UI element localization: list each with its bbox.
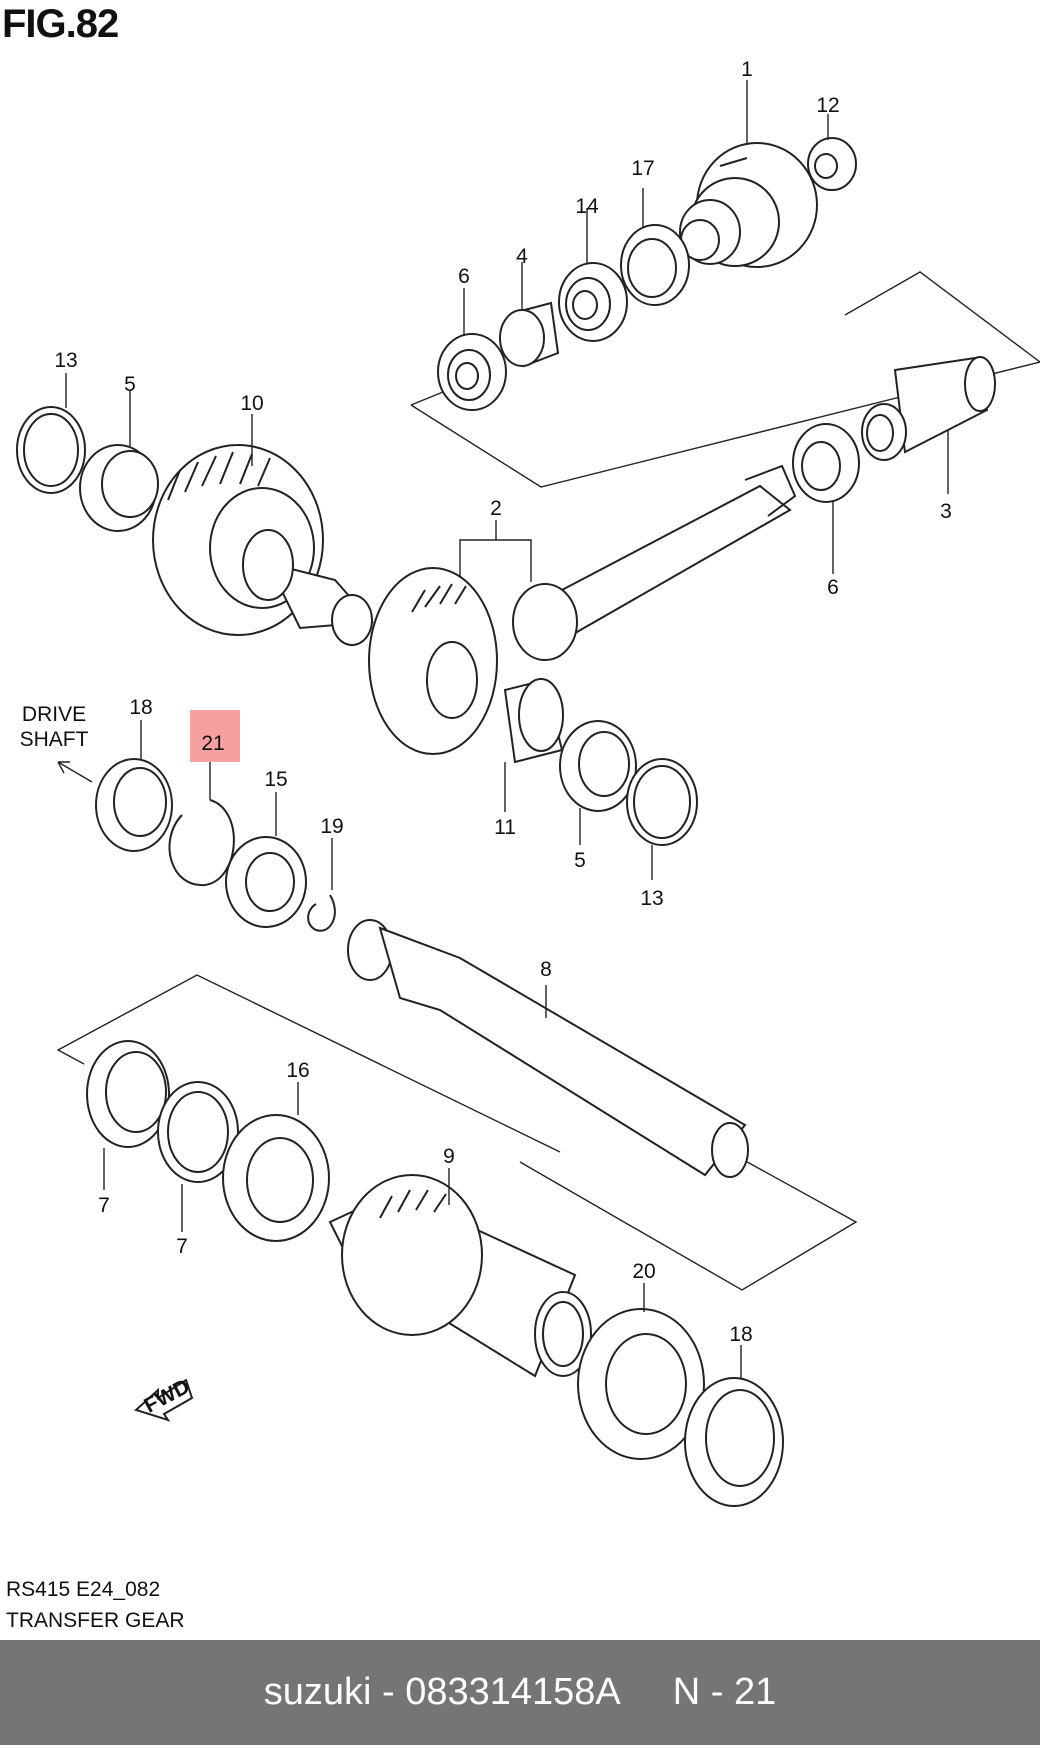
callout-17: 17 bbox=[631, 157, 654, 180]
part-5-upper-cup bbox=[79, 444, 159, 532]
callout-18-upper: 18 bbox=[129, 696, 152, 719]
footer-part-number: suzuki - 083314158A bbox=[263, 1671, 621, 1713]
figure-name: TRANSFER GEAR bbox=[6, 1609, 185, 1632]
callout-8: 8 bbox=[540, 958, 552, 981]
drive-shaft-arrow-icon bbox=[57, 761, 93, 783]
callout-13-upper: 13 bbox=[54, 349, 77, 372]
lower-assembly-box bbox=[56, 974, 858, 1291]
callout-13-middle: 13 bbox=[640, 887, 663, 910]
part-3-sleeve bbox=[861, 356, 996, 461]
callout-numbers: 1 12 17 14 4 6 13 5 10 2 3 6 18 21 15 19… bbox=[54, 58, 952, 1346]
part-5-middle-cup bbox=[559, 720, 637, 812]
callout-19: 19 bbox=[320, 815, 343, 838]
part-16-bearing bbox=[222, 1114, 330, 1242]
footer-position: N - 21 bbox=[672, 1671, 777, 1713]
leader-lines bbox=[65, 80, 949, 1378]
part-12-nut bbox=[807, 137, 857, 191]
part-7-first-seal bbox=[86, 1040, 170, 1148]
callout-6-upper: 6 bbox=[458, 265, 470, 288]
part-14-bearing bbox=[558, 262, 628, 342]
callout-20: 20 bbox=[632, 1260, 655, 1283]
exploded-parts-diagram: FWD DRIVE SHAFT bbox=[16, 58, 1040, 1507]
part-1-housing bbox=[679, 142, 818, 268]
callout-18-lower: 18 bbox=[729, 1323, 752, 1346]
upper-assembly-box bbox=[410, 271, 1040, 488]
part-8-output-shaft bbox=[347, 919, 749, 1178]
callout-1: 1 bbox=[741, 58, 753, 81]
callout-7-second: 7 bbox=[176, 1235, 188, 1258]
part-4-sleeve bbox=[499, 301, 560, 368]
callout-4: 4 bbox=[516, 245, 528, 268]
callout-5-upper: 5 bbox=[124, 373, 136, 396]
part-18-left-seal bbox=[95, 758, 173, 852]
figure-code: RS415 E24_082 bbox=[6, 1578, 161, 1601]
part-21-circlip bbox=[168, 799, 235, 887]
callout-7-first: 7 bbox=[98, 1194, 110, 1217]
callout-10: 10 bbox=[240, 392, 263, 415]
part-13-middle-ring bbox=[626, 758, 698, 846]
callout-9: 9 bbox=[443, 1145, 455, 1168]
callout-5-middle: 5 bbox=[574, 849, 586, 872]
fwd-arrow-icon: FWD bbox=[134, 1375, 193, 1422]
callout-21: 21 bbox=[201, 732, 224, 755]
part-17-seal bbox=[620, 224, 690, 306]
callout-12: 12 bbox=[816, 94, 839, 117]
part-20-seal bbox=[577, 1308, 705, 1460]
callout-3: 3 bbox=[940, 500, 952, 523]
part-18-lower-seal bbox=[684, 1377, 784, 1507]
part-6-right-bearing bbox=[792, 423, 860, 503]
part-10-helical-gear bbox=[152, 444, 375, 646]
part-13-upper-ring bbox=[16, 406, 86, 494]
part-7-second-seal bbox=[157, 1081, 239, 1183]
callout-11: 11 bbox=[494, 816, 516, 839]
part-9-driven-gear bbox=[328, 1174, 592, 1378]
drive-label: DRIVE bbox=[22, 703, 86, 726]
figure-title: FIG.82 bbox=[2, 2, 119, 46]
callout-6-right: 6 bbox=[827, 576, 839, 599]
footer-bar: suzuki - 083314158A N - 21 bbox=[0, 1640, 1040, 1745]
callout-15: 15 bbox=[264, 768, 287, 791]
part-6-upper-bearing bbox=[437, 333, 507, 411]
callout-16: 16 bbox=[286, 1059, 309, 1082]
part-19-clip bbox=[307, 894, 336, 932]
shaft-label: SHAFT bbox=[20, 728, 89, 751]
callout-2: 2 bbox=[490, 497, 502, 520]
part-2-gear-set bbox=[368, 464, 797, 755]
part-11-sleeve bbox=[503, 678, 564, 764]
part-15-bearing bbox=[225, 836, 307, 928]
highlight-box-21 bbox=[190, 710, 240, 762]
callout-14: 14 bbox=[575, 195, 599, 218]
